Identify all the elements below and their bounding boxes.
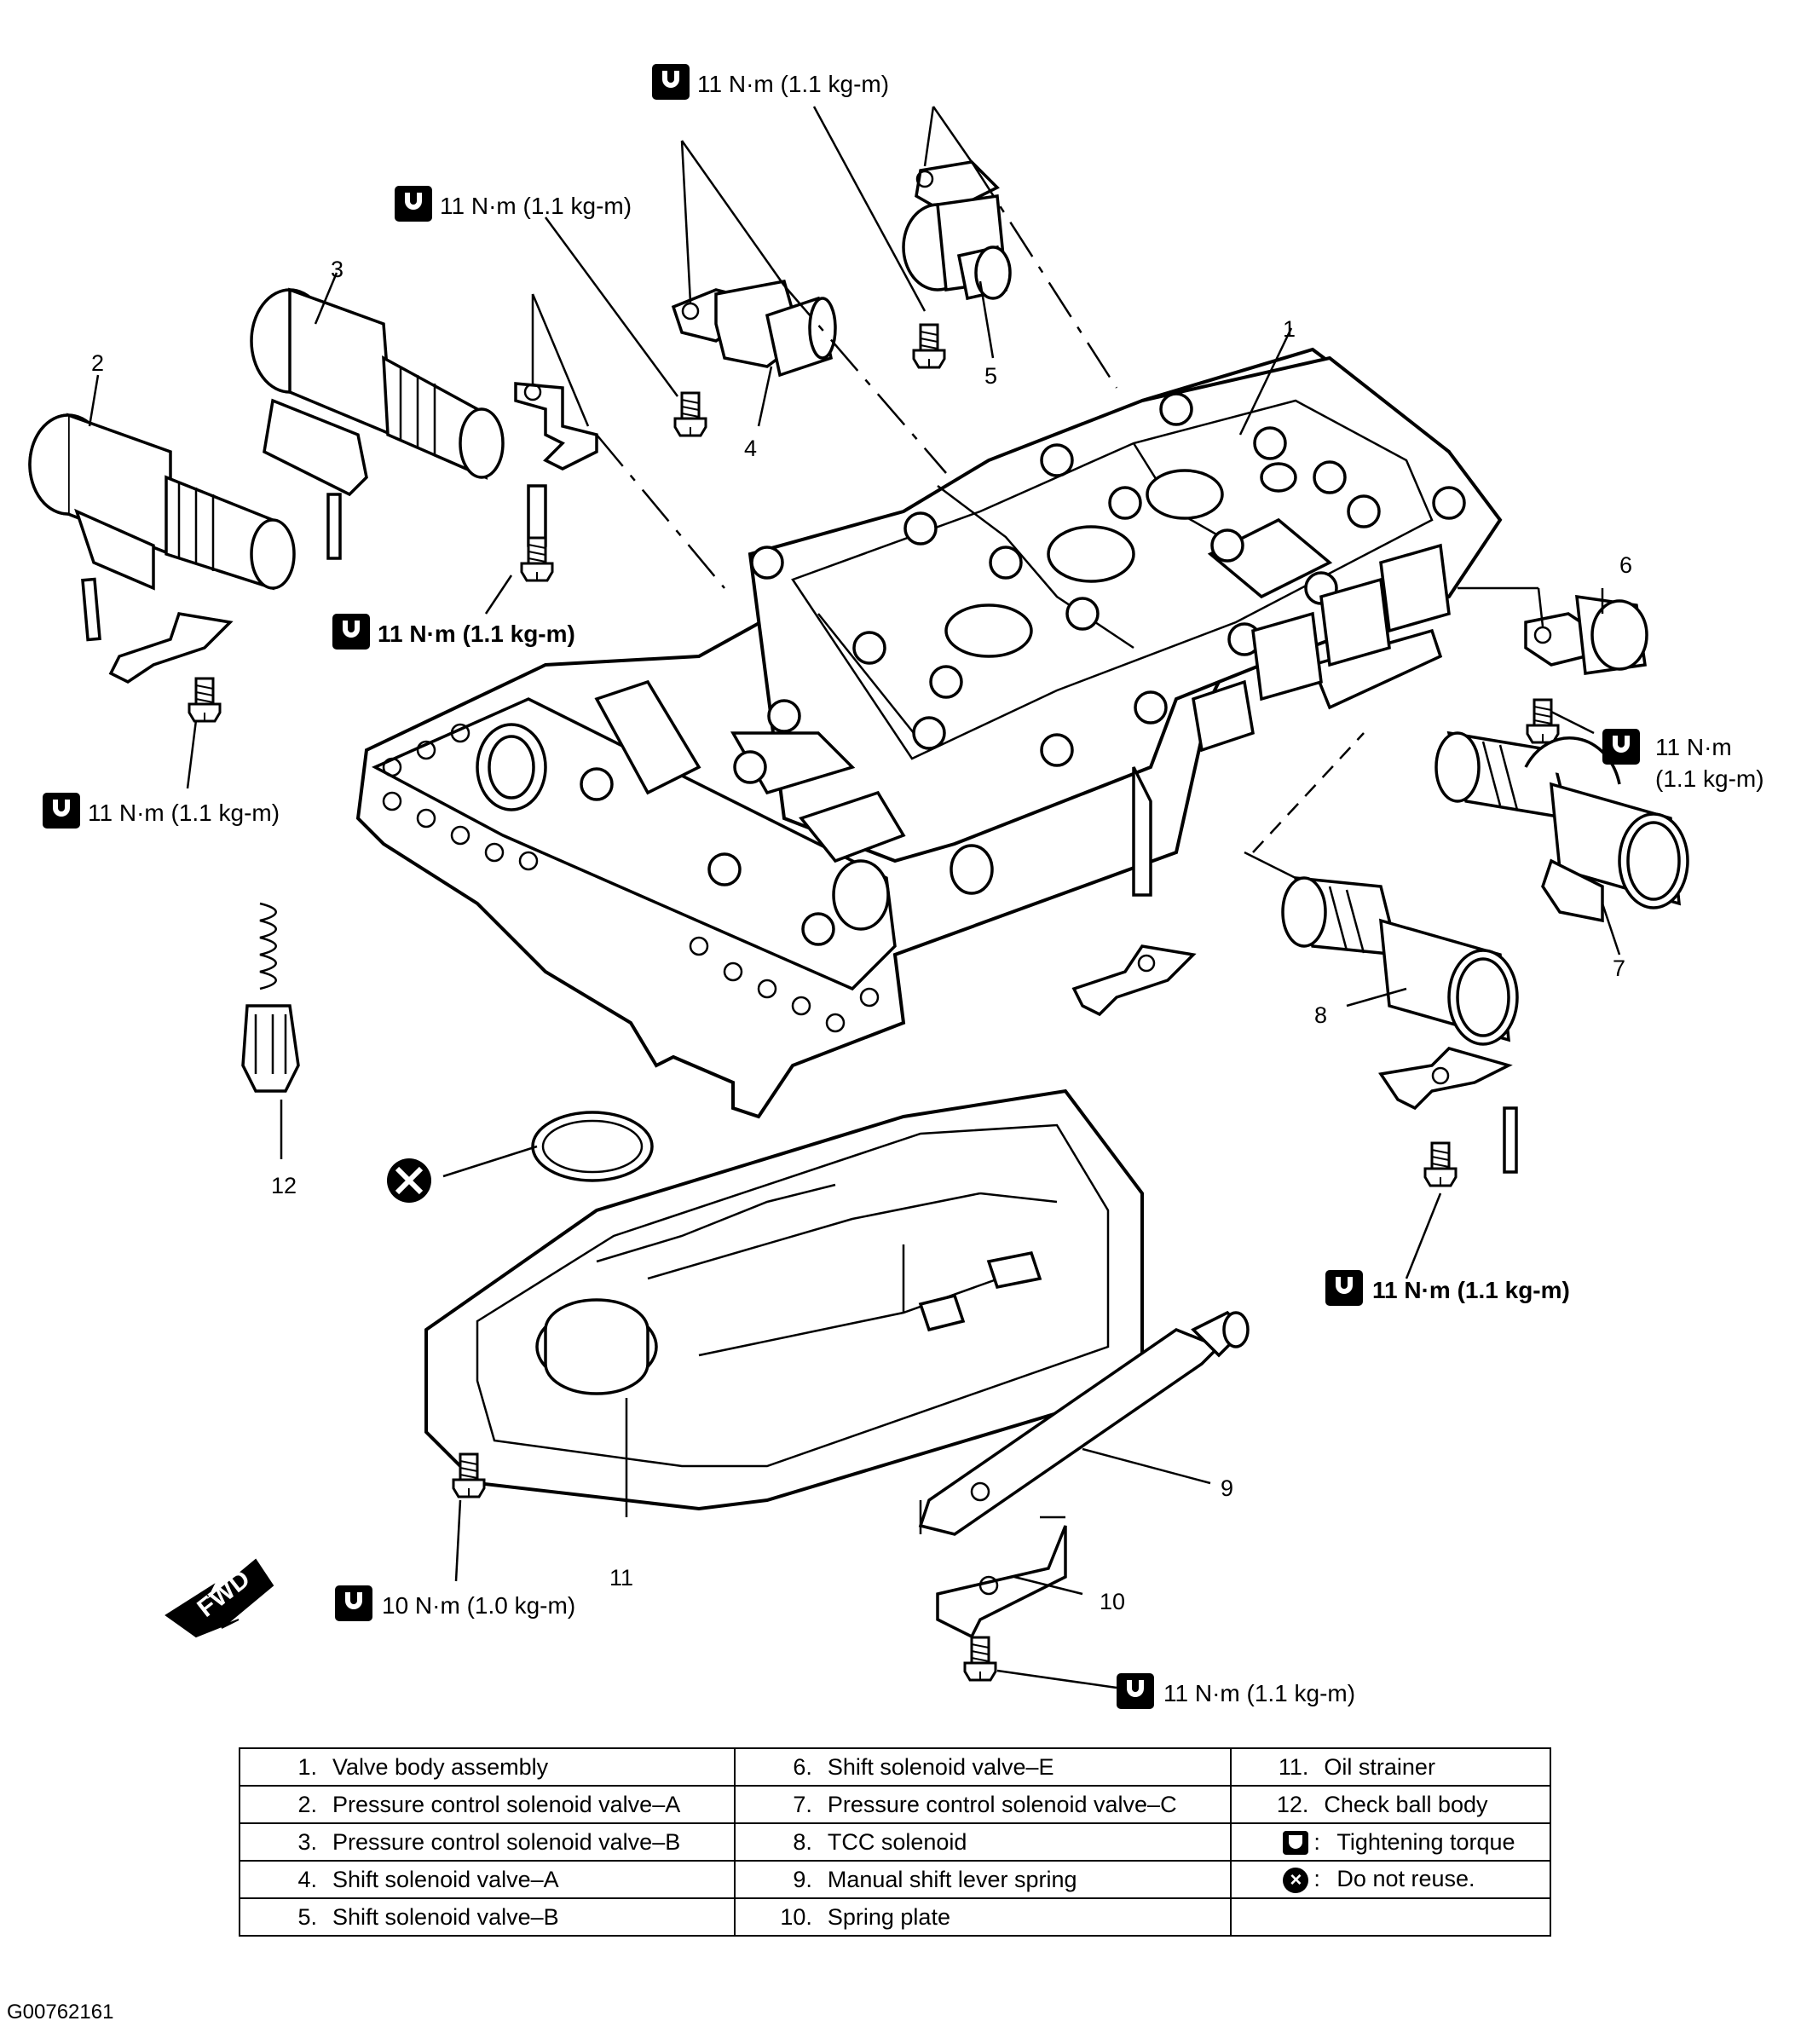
legend-row: 5.Shift solenoid valve–B 10.Spring plate — [239, 1897, 1551, 1937]
spring-plate — [936, 1516, 1067, 1639]
pressure-control-solenoid-b — [250, 287, 505, 560]
legend-row: 3.Pressure control solenoid valve–B 8.TC… — [239, 1822, 1551, 1862]
svg-text:11 N·m: 11 N·m — [1655, 734, 1732, 760]
legend-table: 1.Valve body assembly 6.Shift solenoid v… — [239, 1747, 1551, 1937]
callout-9: 9 — [1221, 1475, 1233, 1501]
fwd-arrow: FWD — [165, 1558, 274, 1638]
callout-numbers: 1 2 3 4 5 6 7 8 9 10 11 12 — [91, 257, 1632, 1614]
body-bolts — [580, 392, 1466, 946]
svg-text:11 N·m (1.1 kg-m): 11 N·m (1.1 kg-m) — [378, 621, 575, 647]
torque-right: 11 N·m (1.1 kg-m) — [1602, 729, 1764, 792]
svg-text:11 N·m (1.1 kg-m): 11 N·m (1.1 kg-m) — [1163, 1680, 1355, 1706]
image-id: G00762161 — [7, 2001, 114, 2024]
o-ring — [531, 1111, 654, 1182]
callout-8: 8 — [1314, 1002, 1327, 1028]
legend-row: 4.Shift solenoid valve–A 9.Manual shift … — [239, 1860, 1551, 1899]
svg-text:(1.1 kg-m): (1.1 kg-m) — [1655, 765, 1764, 792]
perimeter-holes — [382, 723, 880, 1033]
legend-row: 2.Pressure control solenoid valve–A 7.Pr… — [239, 1785, 1551, 1824]
pressure-control-solenoid-a — [28, 413, 296, 684]
callout-11: 11 — [609, 1565, 633, 1591]
legend-row: 1.Valve body assembly 6.Shift solenoid v… — [239, 1747, 1551, 1787]
torque-right-lower: 11 N·m (1.1 kg-m) — [1325, 1270, 1570, 1306]
svg-text:11 N·m (1.1 kg-m): 11 N·m (1.1 kg-m) — [1372, 1277, 1570, 1303]
svg-text:10 N·m (1.0 kg-m): 10 N·m (1.0 kg-m) — [382, 1592, 575, 1619]
torque-strainer: 10 N·m (1.0 kg-m) — [335, 1585, 575, 1621]
callout-4: 4 — [744, 436, 757, 461]
do-not-reuse-icon — [387, 1158, 431, 1203]
torque-bottom: 11 N·m (1.1 kg-m) — [1117, 1673, 1355, 1709]
callout-12: 12 — [271, 1173, 297, 1198]
right-brackets — [1071, 944, 1518, 1174]
svg-text:11 N·m (1.1 kg-m): 11 N·m (1.1 kg-m) — [440, 193, 632, 219]
torque-upper: 11 N·m (1.1 kg-m) — [395, 186, 632, 222]
svg-text:11 N·m (1.1 kg-m): 11 N·m (1.1 kg-m) — [697, 71, 889, 97]
shift-solenoid-e — [1524, 594, 1648, 675]
manual-shift-lever-spring — [918, 1310, 1250, 1536]
callout-5: 5 — [984, 363, 997, 389]
shift-solenoid-a — [671, 279, 837, 378]
callout-6: 6 — [1619, 552, 1632, 578]
check-ball-body — [241, 902, 300, 1093]
do-not-reuse-icon: × — [1283, 1867, 1309, 1893]
callout-10: 10 — [1100, 1589, 1125, 1614]
torque-labels: 11 N·m (1.1 kg-m) 11 N·m (1.1 kg-m) 11 N… — [43, 64, 1764, 1709]
valve-body-assembly — [355, 347, 1503, 1119]
upper-bracket — [514, 382, 598, 547]
callout-1: 1 — [1283, 316, 1296, 342]
leader-lines — [88, 106, 1621, 1689]
shift-solenoid-b — [902, 160, 1012, 301]
torque-top: 11 N·m (1.1 kg-m) — [652, 64, 889, 100]
pressure-control-solenoid-c — [1434, 730, 1689, 923]
callout-7: 7 — [1613, 956, 1625, 981]
tcc-solenoid — [1281, 876, 1519, 1046]
torque-left: 11 N·m (1.1 kg-m) — [43, 793, 280, 829]
callout-2: 2 — [91, 350, 104, 376]
torque-mid: 11 N·m (1.1 kg-m) — [332, 614, 575, 650]
callout-3: 3 — [331, 257, 343, 282]
svg-text:11 N·m (1.1 kg-m): 11 N·m (1.1 kg-m) — [88, 800, 280, 826]
torque-wrench-icon — [1283, 1831, 1309, 1856]
